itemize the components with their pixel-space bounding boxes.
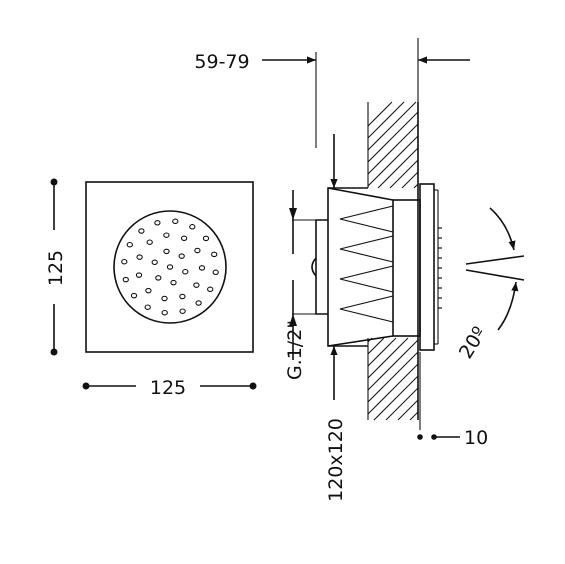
nozzle-hole: [212, 269, 219, 276]
width-label: 125: [150, 377, 186, 399]
hatch-line: [367, 101, 417, 151]
nozzle-hole: [136, 254, 143, 260]
hatch-line: [367, 101, 393, 127]
housing-fin: [339, 235, 394, 263]
front-view: [85, 181, 254, 353]
hatch-line: [389, 159, 419, 189]
hatch-line: [367, 123, 419, 175]
hatch-line: [409, 411, 419, 421]
height-label: 125: [45, 250, 67, 286]
nozzle-hole: [151, 259, 158, 266]
nozzle-hole: [161, 295, 168, 302]
nozzle-hole: [126, 241, 133, 248]
nozzle-hole: [122, 276, 129, 283]
angle-dimension: 20º: [455, 207, 525, 363]
nozzle-hole: [182, 268, 189, 275]
nozzle-hole: [170, 279, 177, 286]
nozzle-hole: [194, 247, 201, 254]
hatch-line: [367, 363, 419, 415]
nozzle-hole: [207, 286, 214, 293]
nozzle-hole: [135, 272, 143, 278]
hatch-line: [367, 339, 419, 391]
nozzle-hole: [179, 293, 186, 300]
nozzle-hole: [163, 248, 170, 255]
dimension-dot-icon: [417, 434, 423, 440]
hatch-line: [401, 171, 419, 189]
hatch-line: [367, 111, 419, 163]
nozzle-hole: [145, 287, 152, 294]
nozzle-holes: [121, 218, 219, 316]
nozzle-hole: [155, 275, 162, 281]
hatch-line: [373, 375, 419, 421]
thread-label: G.1/2": [284, 320, 306, 380]
angle-label: 20º: [455, 323, 491, 363]
nozzle-hole: [172, 218, 179, 225]
nozzle-hole: [198, 265, 206, 271]
projection-label: 59-79: [194, 51, 249, 73]
nozzle-hole: [179, 308, 186, 314]
body-size-label: 120x120: [325, 418, 347, 502]
nozzle-hole: [138, 228, 145, 234]
hatch-line: [397, 399, 419, 421]
nozzle-hole: [193, 282, 200, 288]
housing: [311, 187, 421, 347]
thickness-label: 10: [464, 427, 488, 449]
nozzle-hole: [163, 232, 170, 238]
dimension-arrow-icon: [289, 208, 297, 220]
hatch-line: [367, 101, 405, 139]
nozzle-hole: [146, 239, 153, 245]
hatch-line: [367, 337, 385, 355]
nozzle-hole: [166, 264, 174, 270]
projection-dimension: 59-79: [194, 38, 470, 148]
height-dimension: 125: [45, 178, 67, 356]
wall-hatching: [367, 101, 419, 421]
hatch-line: [413, 183, 419, 189]
nozzle-hole: [178, 253, 185, 259]
face-plate: [85, 181, 254, 353]
nozzle-hole: [180, 235, 188, 242]
side-view: [311, 101, 442, 421]
jet-marks: [438, 227, 442, 309]
housing-fin: [339, 205, 394, 233]
side-face-plate: [419, 183, 442, 351]
housing-fins: [339, 205, 394, 323]
housing-fin: [339, 265, 394, 293]
nozzle-hole: [195, 300, 202, 306]
hatch-line: [367, 351, 419, 403]
width-dimension: 125: [82, 377, 257, 399]
hatch-line: [367, 135, 419, 187]
housing-fin: [339, 295, 394, 323]
nozzle-hole: [189, 224, 196, 230]
nozzle-hole: [202, 235, 210, 242]
body-size-dimension: 120x120: [325, 134, 347, 502]
nozzle-hole: [144, 304, 151, 310]
hatch-line: [377, 147, 419, 189]
hatch-line: [367, 337, 409, 379]
nozzle-hole: [161, 309, 168, 316]
hatch-line: [367, 337, 397, 367]
nozzle-hole: [211, 251, 218, 258]
wall-section: [367, 101, 419, 421]
thickness-dimension: 10: [417, 352, 488, 449]
nozzle-hole: [121, 258, 128, 265]
thread-dimension: G.1/2": [284, 190, 316, 380]
nozzle-hole: [130, 292, 138, 299]
spray-disc: [113, 210, 227, 324]
dimension-arrow-icon: [289, 314, 297, 326]
nozzle-hole: [154, 220, 161, 226]
hatch-line: [385, 387, 419, 421]
